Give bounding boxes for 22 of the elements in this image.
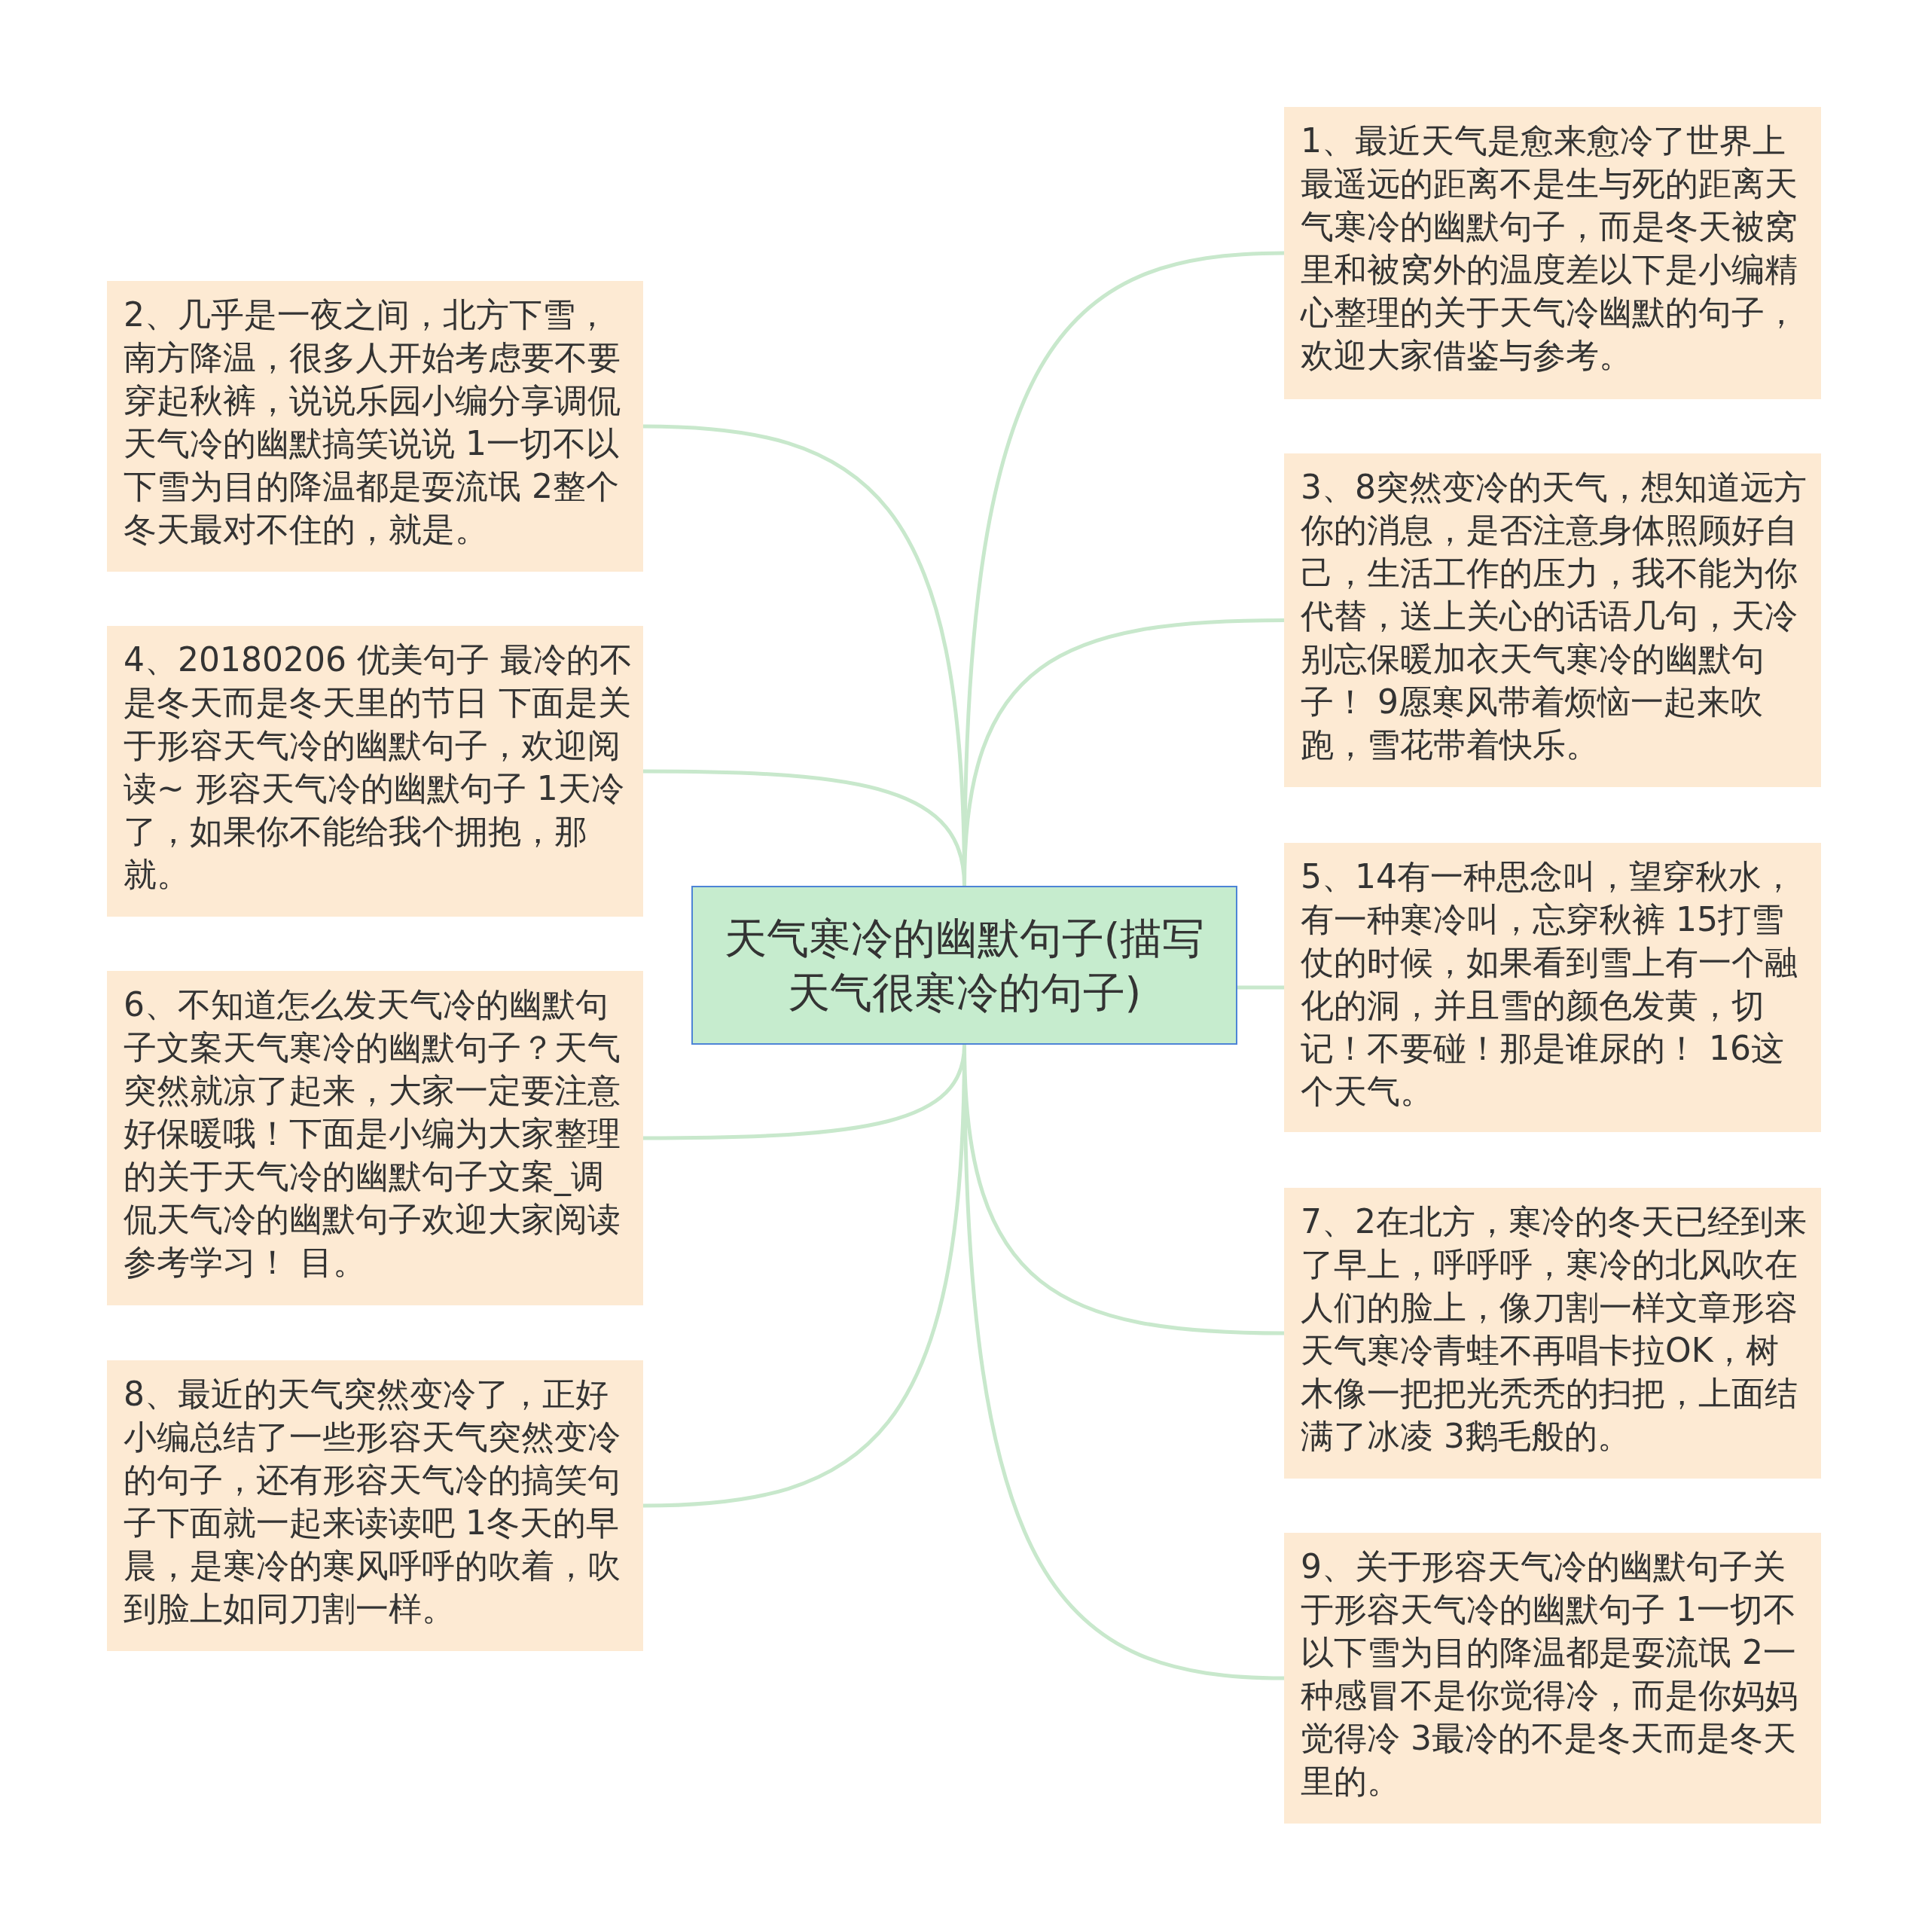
topic-text: 5、14有一种思念叫，望穿秋水，有一种寒冷叫，忘穿秋裤 15打雪仗的时候，如果看到雪上有一个融化的洞，并且雪的颜色发黄，切记！不要碰！那是谁尿的！ 16这个天气。 — [1301, 857, 1798, 1110]
topic-box — [1284, 1533, 1821, 1824]
topic-box — [1284, 453, 1821, 787]
topic-box — [107, 971, 643, 1305]
topic-text: 1、最近天气是愈来愈冷了世界上最遥远的距离不是生与死的距离天气寒冷的幽默句子，而是冬天被窝里和被窝外的温度差以下是小编精心整理的关于天气冷幽默的句子，欢迎大家借鉴与参考。 — [1301, 121, 1798, 374]
topic-box — [107, 1360, 643, 1651]
topic-text: 9、关于形容天气冷的幽默句子关于形容天气冷的幽默句子 1一切不以下雪为目的降温都是耍流氓 2一种感冒不是你觉得冷，而是你妈妈觉得冷 3最冷的不是冬天而是冬天里的。 — [1301, 1547, 1798, 1800]
topic-text: 6、不知道怎么发天气冷的幽默句子文案天气寒冷的幽默句子？天气突然就凉了起来，大家一定要注意好保暖哦！下面是小编为大家整理的关于天气冷的幽默句子文案_调侃天气冷的幽默句子欢迎大家阅读参考学习！ 目。 — [124, 985, 621, 1281]
topic-text: 3、8突然变冷的天气，想知道远方你的消息，是否注意身体照顾好自己，生活工作的压力，我不能为你代替，送上关心的话语几句，天冷别忘保暖加衣天气寒冷的幽默句子！ 9愿寒风带着烦恼一起来吹跑，雪花带着快乐。 — [1301, 468, 1807, 764]
topic-box — [107, 626, 643, 917]
central-topic-box — [691, 886, 1237, 1045]
connector-line — [643, 769, 966, 887]
topic-text: 7、2在北方，寒冷的冬天已经到来了早上，呼呼呼，寒冷的北风吹在人们的脸上，像刀割一样文章形容天气寒冷青蛙不再唱卡拉OK，树木像一把把光秃秃的扫把，上面结满了冰凌 3鹅毛般的。 — [1301, 1202, 1807, 1455]
central-topic-text: 天气寒冷的幽默句子(描写天气很寒冷的句子) — [723, 912, 1206, 1018]
connector-line — [1237, 985, 1284, 990]
topic-text: 8、最近的天气突然变冷了，正好小编总结了一些形容天气突然变冷的句子，还有形容天气冷的搞笑句子下面就一起来读读吧 1冬天的早晨，是寒冷的寒风呼呼的吹着，吹到脸上如同刀割一样。 — [124, 1375, 621, 1628]
topic-box — [1284, 843, 1821, 1132]
topic-text: 2、几乎是一夜之间，北方下雪，南方降温，很多人开始考虑要不要穿起秋裤，说说乐园小编分享调侃天气冷的幽默搞笑说说 1一切不以下雪为目的降温都是耍流氓 2整个冬天最对不住的，就是。 — [124, 295, 621, 548]
topic-box — [1284, 107, 1821, 399]
topic-text: 4、20180206 优美句子 最冷的不是冬天而是冬天里的节日 下面是关于形容天气冷的幽默句子，欢迎阅读~ 形容天气冷的幽默句子 1天冷了，如果你不能给我个拥抱，那就。 — [124, 640, 633, 893]
topic-box — [107, 281, 643, 572]
topic-box — [1284, 1188, 1821, 1479]
